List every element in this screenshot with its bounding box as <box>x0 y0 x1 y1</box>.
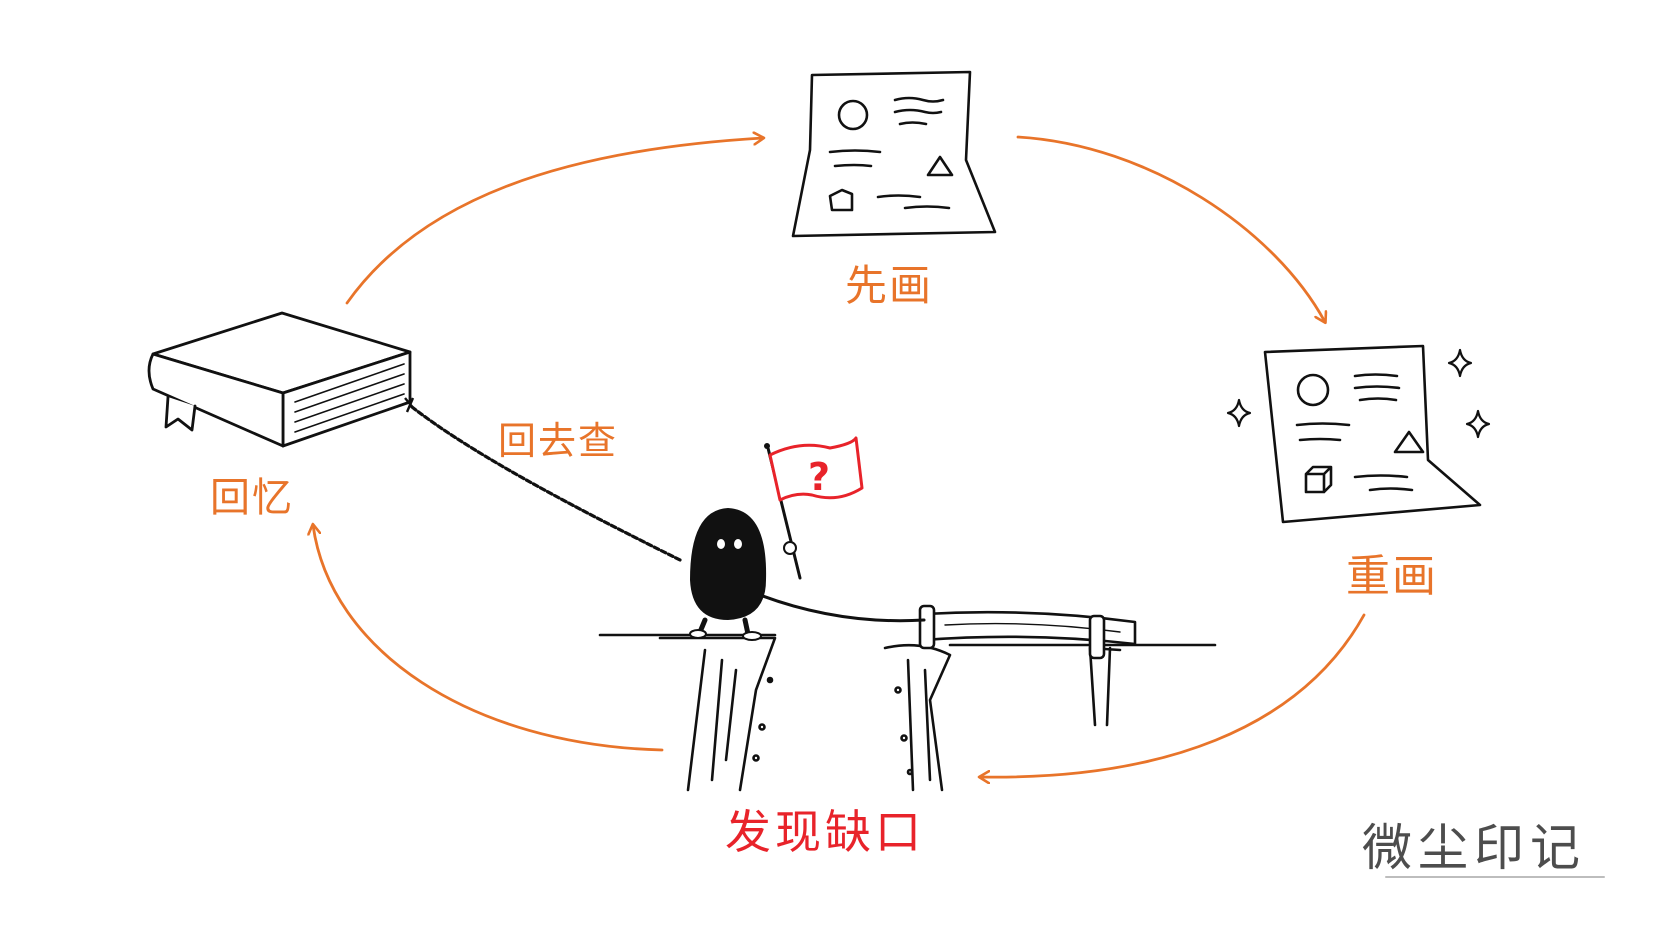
watermark: 微尘印记 <box>1362 819 1586 877</box>
figure-icon <box>689 508 767 641</box>
sparkle-icon <box>1226 348 1491 439</box>
sketch-page-icon <box>791 70 997 238</box>
arrow-gap-to-recall <box>313 525 664 752</box>
arrow-first-draw-to-redraw <box>1016 135 1325 322</box>
label-find-gap: 发现缺口 <box>725 805 925 859</box>
label-redraw: 重画 <box>1346 551 1438 602</box>
watermark-underline <box>1385 876 1605 878</box>
plank-bridge-icon <box>918 604 1137 660</box>
label-recall: 回忆 <box>210 475 294 521</box>
rope-icon <box>410 405 682 562</box>
flag-icon <box>764 436 864 580</box>
rope-knot <box>404 397 416 413</box>
flag-question-mark: ? <box>808 455 830 499</box>
cliff-icon <box>598 633 1217 792</box>
label-look-back: 回去查 <box>498 419 619 463</box>
redrawn-page-icon <box>1263 344 1482 524</box>
bridge-rope <box>758 593 926 623</box>
book-icon <box>147 311 412 448</box>
label-first-draw: 先画 <box>845 261 934 310</box>
arrow-recall-to-first-draw <box>345 138 763 305</box>
arrow-redraw-to-gap <box>980 613 1366 777</box>
